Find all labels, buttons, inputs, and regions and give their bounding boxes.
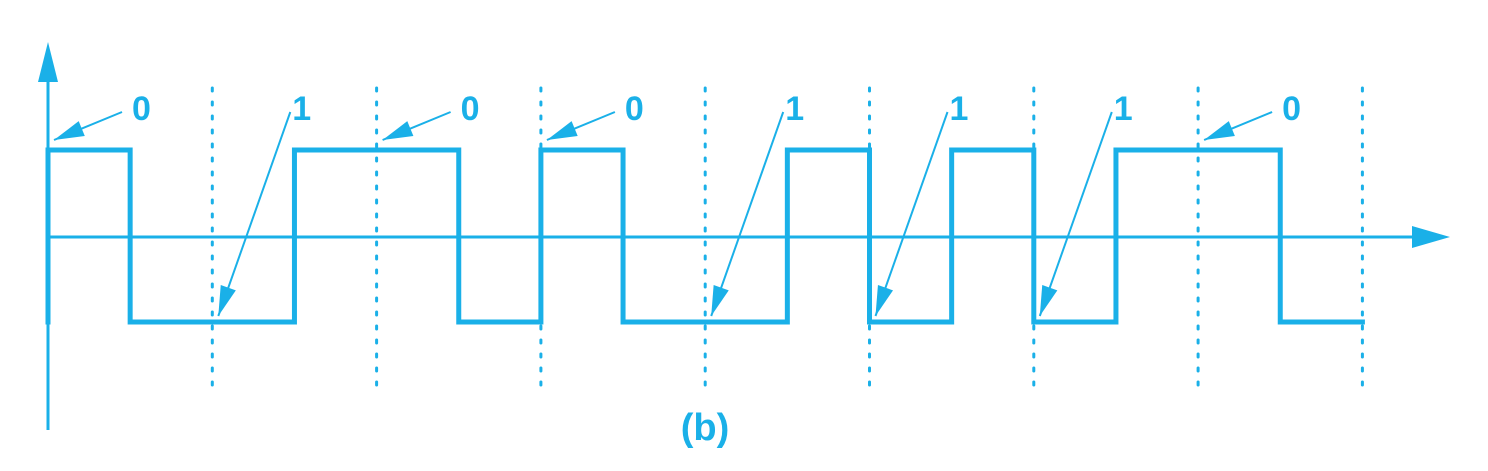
bit-label: 1	[785, 90, 804, 128]
bit-label: 0	[1282, 90, 1301, 128]
annotation-arrow	[1038, 111, 1113, 317]
bit-label: 1	[950, 90, 969, 128]
bit-label: 0	[625, 90, 644, 128]
bit-label: 0	[132, 90, 151, 128]
bit-annotations: 0 1 0 0 1 1 1 0	[53, 90, 1301, 317]
bit-label: 1	[292, 90, 311, 128]
annotation-arrow	[53, 111, 123, 141]
bit-label: 0	[461, 90, 480, 128]
signal-waveform	[45, 147, 1365, 325]
annotation-arrow	[710, 111, 785, 317]
annotation-arrow	[382, 111, 451, 141]
bit-boundary-lines	[210, 86, 1364, 392]
y-axis-arrowhead	[38, 42, 58, 82]
axes	[38, 42, 1450, 430]
bit-label: 1	[1114, 90, 1133, 128]
annotation-arrow	[546, 111, 616, 141]
annotation-arrow	[217, 111, 292, 317]
x-axis-arrowhead	[1412, 226, 1450, 248]
annotation-arrow	[1203, 111, 1273, 141]
figure-caption: (b)	[681, 407, 730, 449]
annotation-arrow	[874, 111, 949, 317]
